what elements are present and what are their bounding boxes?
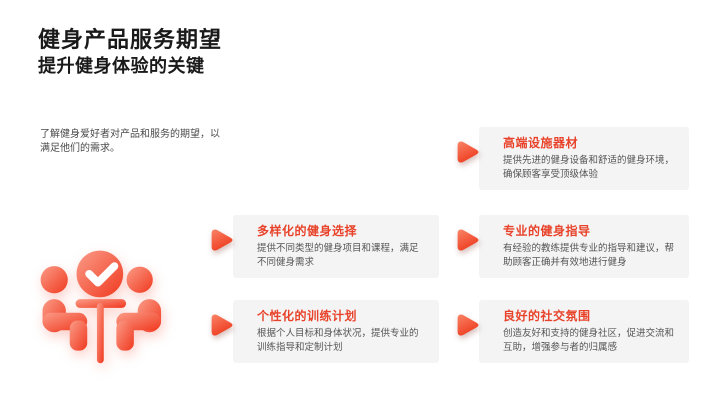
card: 高端设施器材 提供先进的健身设备和舒适的健身环境，确保顾客享受顶级体验 — [479, 127, 689, 190]
feature-card-premium-facilities: 高端设施器材 提供先进的健身设备和舒适的健身环境，确保顾客享受顶级体验 — [479, 127, 689, 190]
feature-card-social-atmosphere: 良好的社交氛围 创造友好和支持的健身社区，促进交流和互助，增强参与者的归属感 — [479, 300, 689, 363]
people-meeting-check-icon — [40, 250, 162, 364]
card: 个性化的训练计划 根据个人目标和身体状况，提供专业的训练指导和定制计划 — [233, 300, 439, 363]
play-arrow-icon — [452, 225, 482, 255]
card-description: 创造友好和支持的健身社区，促进交流和互助，增强参与者的归属感 — [503, 328, 675, 353]
page-title: 健身产品服务期望 — [38, 27, 223, 52]
card-title: 个性化的训练计划 — [257, 309, 358, 323]
feature-card-diverse-options: 多样化的健身选择 提供不同类型的健身项目和课程，满足不同健身需求 — [233, 215, 439, 278]
play-arrow-icon — [206, 310, 236, 340]
play-arrow-icon — [452, 137, 482, 167]
feature-card-personalized-plan: 个性化的训练计划 根据个人目标和身体状况，提供专业的训练指导和定制计划 — [233, 300, 439, 363]
card-title: 专业的健身指导 — [503, 224, 591, 238]
card: 多样化的健身选择 提供不同类型的健身项目和课程，满足不同健身需求 — [233, 215, 439, 278]
play-arrow-icon — [206, 225, 236, 255]
card: 良好的社交氛围 创造友好和支持的健身社区，促进交流和互助，增强参与者的归属感 — [479, 300, 689, 363]
intro-text: 了解健身爱好者对产品和服务的期望，以满足他们的需求。 — [40, 129, 220, 154]
card: 专业的健身指导 有经验的教练提供专业的指导和建议，帮助顾客正确并有效地进行健身 — [479, 215, 689, 278]
card-title: 多样化的健身选择 — [257, 224, 358, 238]
card-description: 有经验的教练提供专业的指导和建议，帮助顾客正确并有效地进行健身 — [503, 243, 675, 268]
card-description: 提供不同类型的健身项目和课程，满足不同健身需求 — [257, 243, 419, 268]
page-subtitle: 提升健身体验的关键 — [38, 56, 205, 76]
card-description: 根据个人目标和身体状况，提供专业的训练指导和定制计划 — [257, 328, 419, 353]
feature-card-professional-guidance: 专业的健身指导 有经验的教练提供专业的指导和建议，帮助顾客正确并有效地进行健身 — [479, 215, 689, 278]
slide-header: 健身产品服务期望 提升健身体验的关键 — [38, 27, 222, 77]
card-title: 良好的社交氛围 — [503, 309, 591, 323]
checkmark-icon — [85, 262, 119, 287]
play-arrow-icon — [452, 310, 482, 340]
card-description: 提供先进的健身设备和舒适的健身环境，确保顾客享受顶级体验 — [503, 155, 675, 180]
card-title: 高端设施器材 — [503, 136, 579, 150]
